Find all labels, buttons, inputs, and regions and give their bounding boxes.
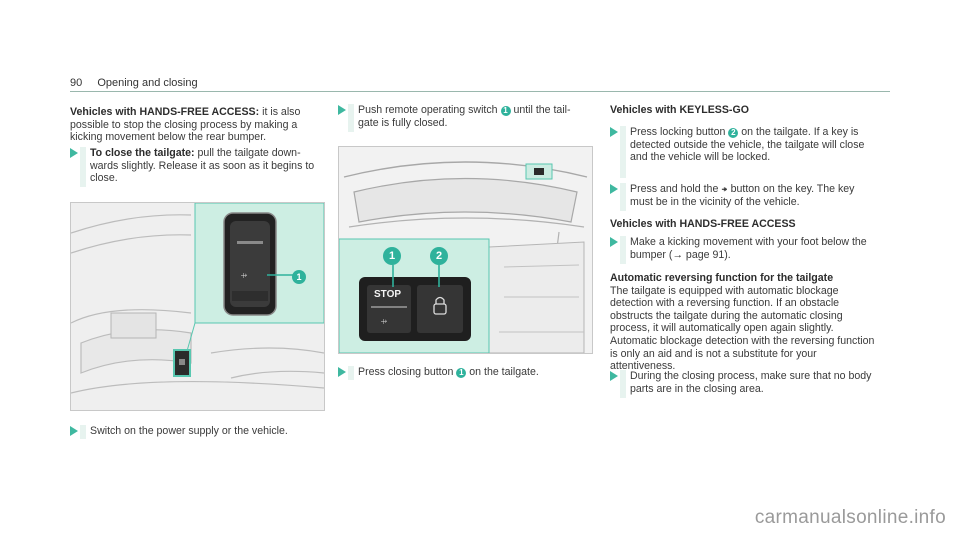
col1-intro-text: it is also possible to stop the closing … [70,106,301,144]
svg-text:⍆: ⍆ [240,268,248,283]
tailgate-buttons-illustration: ⍆ [339,147,592,353]
col1-intro: Vehicles with HANDS-FREE ACCESS: it is a… [70,106,326,144]
arrow-icon [338,367,346,377]
stop-label: STOP [374,289,402,300]
step-bar [80,147,86,187]
col3-heading1: Vehicles with KEYLESS-GO [610,104,749,116]
watermark: carmanualsonline.info [754,507,946,529]
arrow-icon [70,148,78,158]
step-badge: 2 [728,128,739,138]
step-badge: 1 [500,106,511,116]
col3-s4: During the closing process, make sure th… [630,370,872,395]
step-bar [620,183,626,211]
page-header: 90 Opening and closing [70,77,198,90]
step-bar [620,370,626,398]
col1-heading: Vehicles with HANDS-FREE ACCESS: [70,106,260,118]
col2-step-remote: Push remote operating switch 1 until the… [338,104,594,132]
col3-step-kick: Make a kicking movement with your foot b… [610,236,880,264]
col3-s3: Make a kicking movement with your foot b… [630,236,867,261]
figure-badge: 1 [292,270,306,284]
step-badge: 1 [456,368,467,378]
figure-badge-2: 2 [430,247,448,265]
arrow-icon [70,426,78,436]
col2-step2-a: Press closing button [358,366,457,378]
arrow-icon [610,237,618,247]
svg-text:⍆: ⍆ [380,314,388,329]
col1-step1-text: pull the tailgate down- wards slightly. … [90,147,315,185]
step-bar [348,104,354,132]
col2-step2-b: on the tailgate. [466,366,539,378]
col2-step-close-button: Press closing button 1 on the tailgate. [338,366,594,380]
col3-heading-keyless: Vehicles with KEYLESS-GO [610,104,880,117]
col3-heading-handsfree: Vehicles with HANDS-FREE ACCESS [610,218,880,231]
header-rule [70,91,890,92]
col3-step-lock: Press locking button 2 on the tailgate. … [610,126,880,178]
col2-step1-b: until the tail- gate is fully closed. [358,104,571,129]
col1-step-close: To close the tailgate: pull the tailgate… [70,147,326,187]
page-number: 90 [70,77,83,89]
arrow-icon [610,184,618,194]
step-bar [80,425,86,439]
col3-s1-a: Press locking button [630,126,729,138]
col1-step2-text: Switch on the power supply or the vehicl… [90,425,288,437]
col3-s2-a: Press and hold the [630,183,722,195]
arrow-icon [338,105,346,115]
arrow-icon [610,371,618,381]
tailgate-switch-illustration: ⍆ [71,203,324,410]
figure-badge-1: 1 [383,247,401,265]
figure-tailgate-buttons: ⍆ STOP 1 2 [338,146,593,354]
step-bar [620,236,626,264]
col3-step-key: Press and hold the ⍆ button on the key. … [610,183,880,211]
col1-step1-lead: To close the tailgate: [90,147,195,159]
col3-reversing-section: Automatic reversing function for the tai… [610,272,880,373]
col3-reversing-paragraph: The tailgate is equipped with automatic … [610,284,875,373]
col1-step-power: Switch on the power supply or the vehicl… [70,425,326,439]
step-bar [348,366,354,380]
col3-s1-b: on the tailgate. If a key is detected ou… [630,126,865,164]
arrow-icon [610,127,618,137]
tailgate-key-icon: ⍆ [721,183,728,195]
col3-heading2: Vehicles with HANDS-FREE ACCESS [610,218,796,230]
col3-step-safety: During the closing process, make sure th… [610,370,880,398]
col3-heading3: Automatic reversing function for the tai… [610,272,834,284]
col3-s2-b: button on the key. The key must be in th… [630,183,855,208]
figure-tailgate-switch: ⍆ 1 [70,202,325,411]
section-title: Opening and closing [97,77,198,89]
col2-step1-a: Push remote operating switch [358,104,501,116]
step-bar [620,126,626,178]
